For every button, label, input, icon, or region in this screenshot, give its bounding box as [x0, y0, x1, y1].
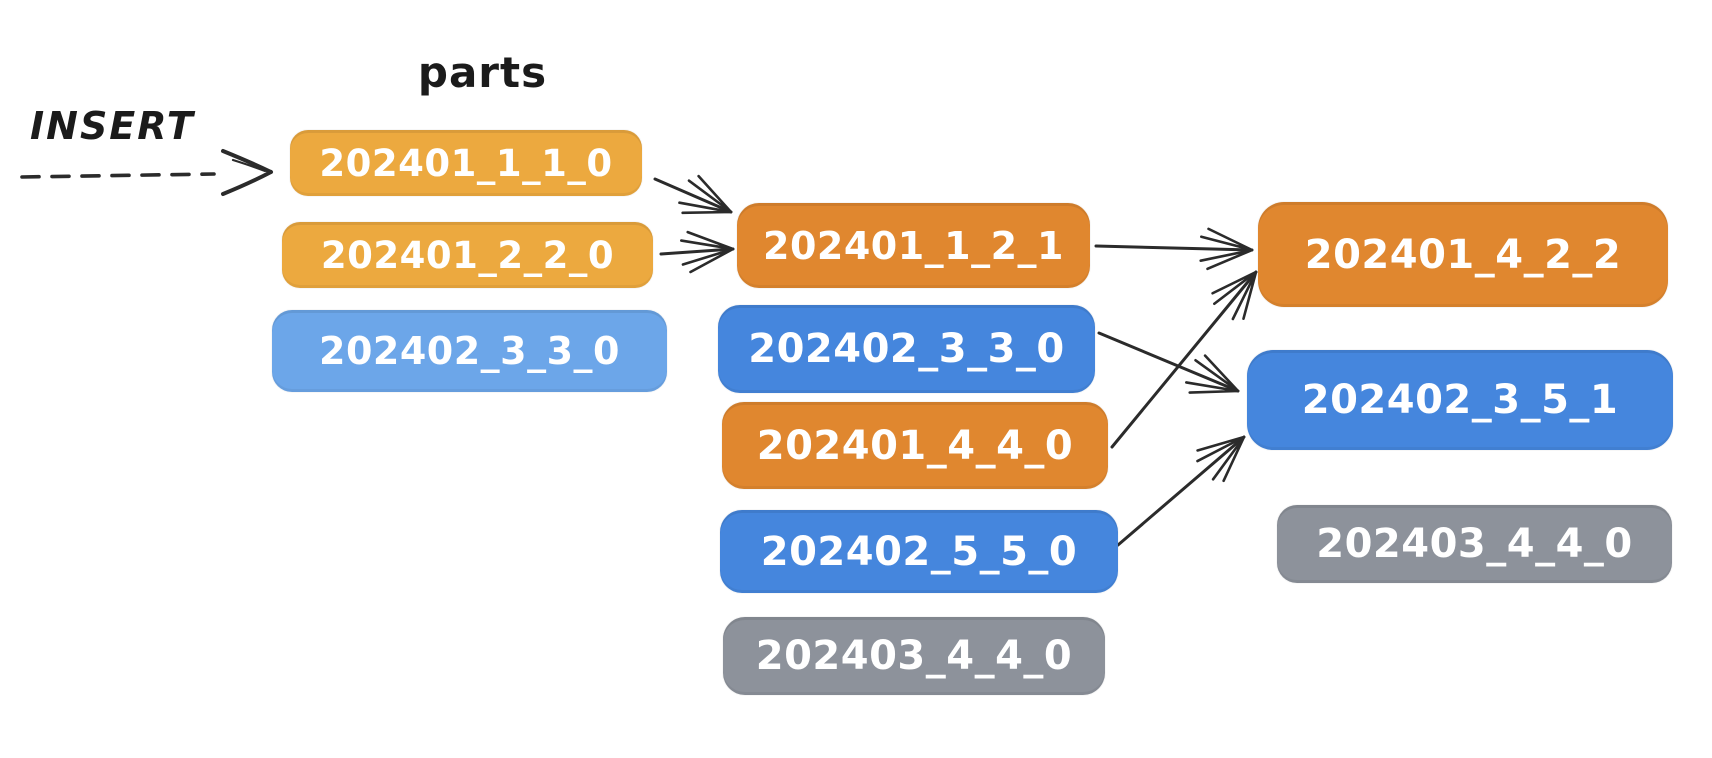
part-label: 202401_4_4_0: [756, 422, 1074, 469]
part-box-202402_3_3_0-mid: 202402_3_3_0: [718, 305, 1095, 393]
arrow-b2-to-c2: [1097, 331, 1240, 394]
part-label: 202402_3_5_1: [1301, 377, 1619, 423]
part-label: 202401_4_2_2: [1304, 231, 1622, 278]
part-label: 202403_4_4_0: [1316, 521, 1633, 567]
arrow-b4-to-c2: [1116, 435, 1246, 547]
part-label: 202401_2_2_0: [320, 233, 615, 277]
part-box-202402_5_5_0: 202402_5_5_0: [720, 510, 1118, 593]
part-box-202401_1_2_1: 202401_1_2_1: [737, 203, 1090, 288]
part-box-202401_1_1_0: 202401_1_1_0: [290, 130, 642, 196]
part-box-202402_3_5_1: 202402_3_5_1: [1247, 350, 1673, 450]
parts-title: parts: [417, 48, 548, 97]
part-label: 202403_4_4_0: [755, 633, 1073, 679]
part-box-202403_4_4_0-mid: 202403_4_4_0: [723, 617, 1105, 695]
arrow-insert-to-a1: [20, 149, 273, 196]
part-box-202401_4_2_2: 202401_4_2_2: [1258, 202, 1668, 307]
part-label: 202402_3_3_0: [748, 326, 1065, 372]
part-box-202403_4_4_0-final: 202403_4_4_0: [1277, 505, 1672, 583]
part-box-202401_2_2_0: 202401_2_2_0: [282, 222, 653, 288]
part-box-202401_4_4_0: 202401_4_4_0: [722, 402, 1108, 489]
part-label: 202402_3_3_0: [319, 329, 620, 373]
part-box-202402_3_3_0-initial: 202402_3_3_0: [272, 310, 667, 392]
part-label: 202401_1_1_0: [319, 141, 613, 185]
arrow-b1-to-c1: [1094, 227, 1254, 271]
part-label: 202401_1_2_1: [763, 223, 1064, 268]
insert-label: INSERT: [30, 104, 195, 148]
arrow-b3-to-c1: [1110, 270, 1258, 449]
arrow-a1-to-b1: [653, 174, 733, 215]
arrow-a2-to-b1: [659, 230, 735, 274]
part-label: 202402_5_5_0: [760, 528, 1078, 575]
